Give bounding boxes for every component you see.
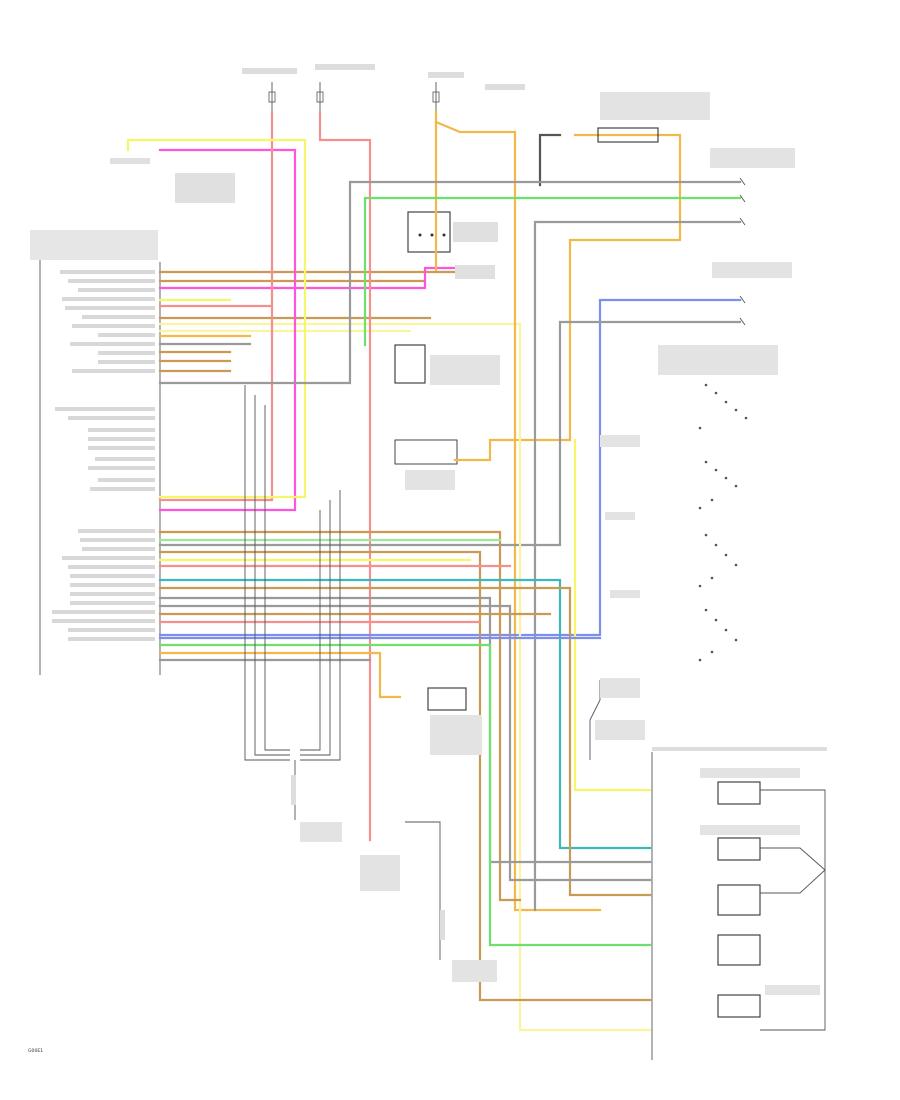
fuse-middle xyxy=(315,64,375,112)
fuse-left xyxy=(242,68,297,112)
wires-top xyxy=(158,266,522,373)
switch-3 xyxy=(698,533,738,588)
wire-labels-left xyxy=(110,158,235,203)
fuse-right xyxy=(428,72,525,112)
relay-bottom xyxy=(427,678,645,760)
switch-2 xyxy=(698,460,738,510)
wires-bottom xyxy=(158,530,652,1002)
right-connectors xyxy=(597,92,795,326)
ground-loop xyxy=(244,385,342,842)
ground-bottom-center xyxy=(360,821,497,982)
switch-4 xyxy=(698,608,738,662)
pcm-labels-bottom xyxy=(52,529,155,641)
sensor-box-mid xyxy=(394,344,500,490)
sensor-box-top xyxy=(407,211,498,279)
pcm-labels-mid xyxy=(55,407,155,491)
pcm-connector xyxy=(30,230,161,675)
auto-transmission xyxy=(651,747,827,1060)
switch-1 xyxy=(698,383,748,430)
figure-code: G00E1 xyxy=(28,1048,43,1054)
pcm-labels-top xyxy=(60,270,155,373)
wires-long xyxy=(126,110,742,1032)
trans-switches xyxy=(600,345,778,662)
